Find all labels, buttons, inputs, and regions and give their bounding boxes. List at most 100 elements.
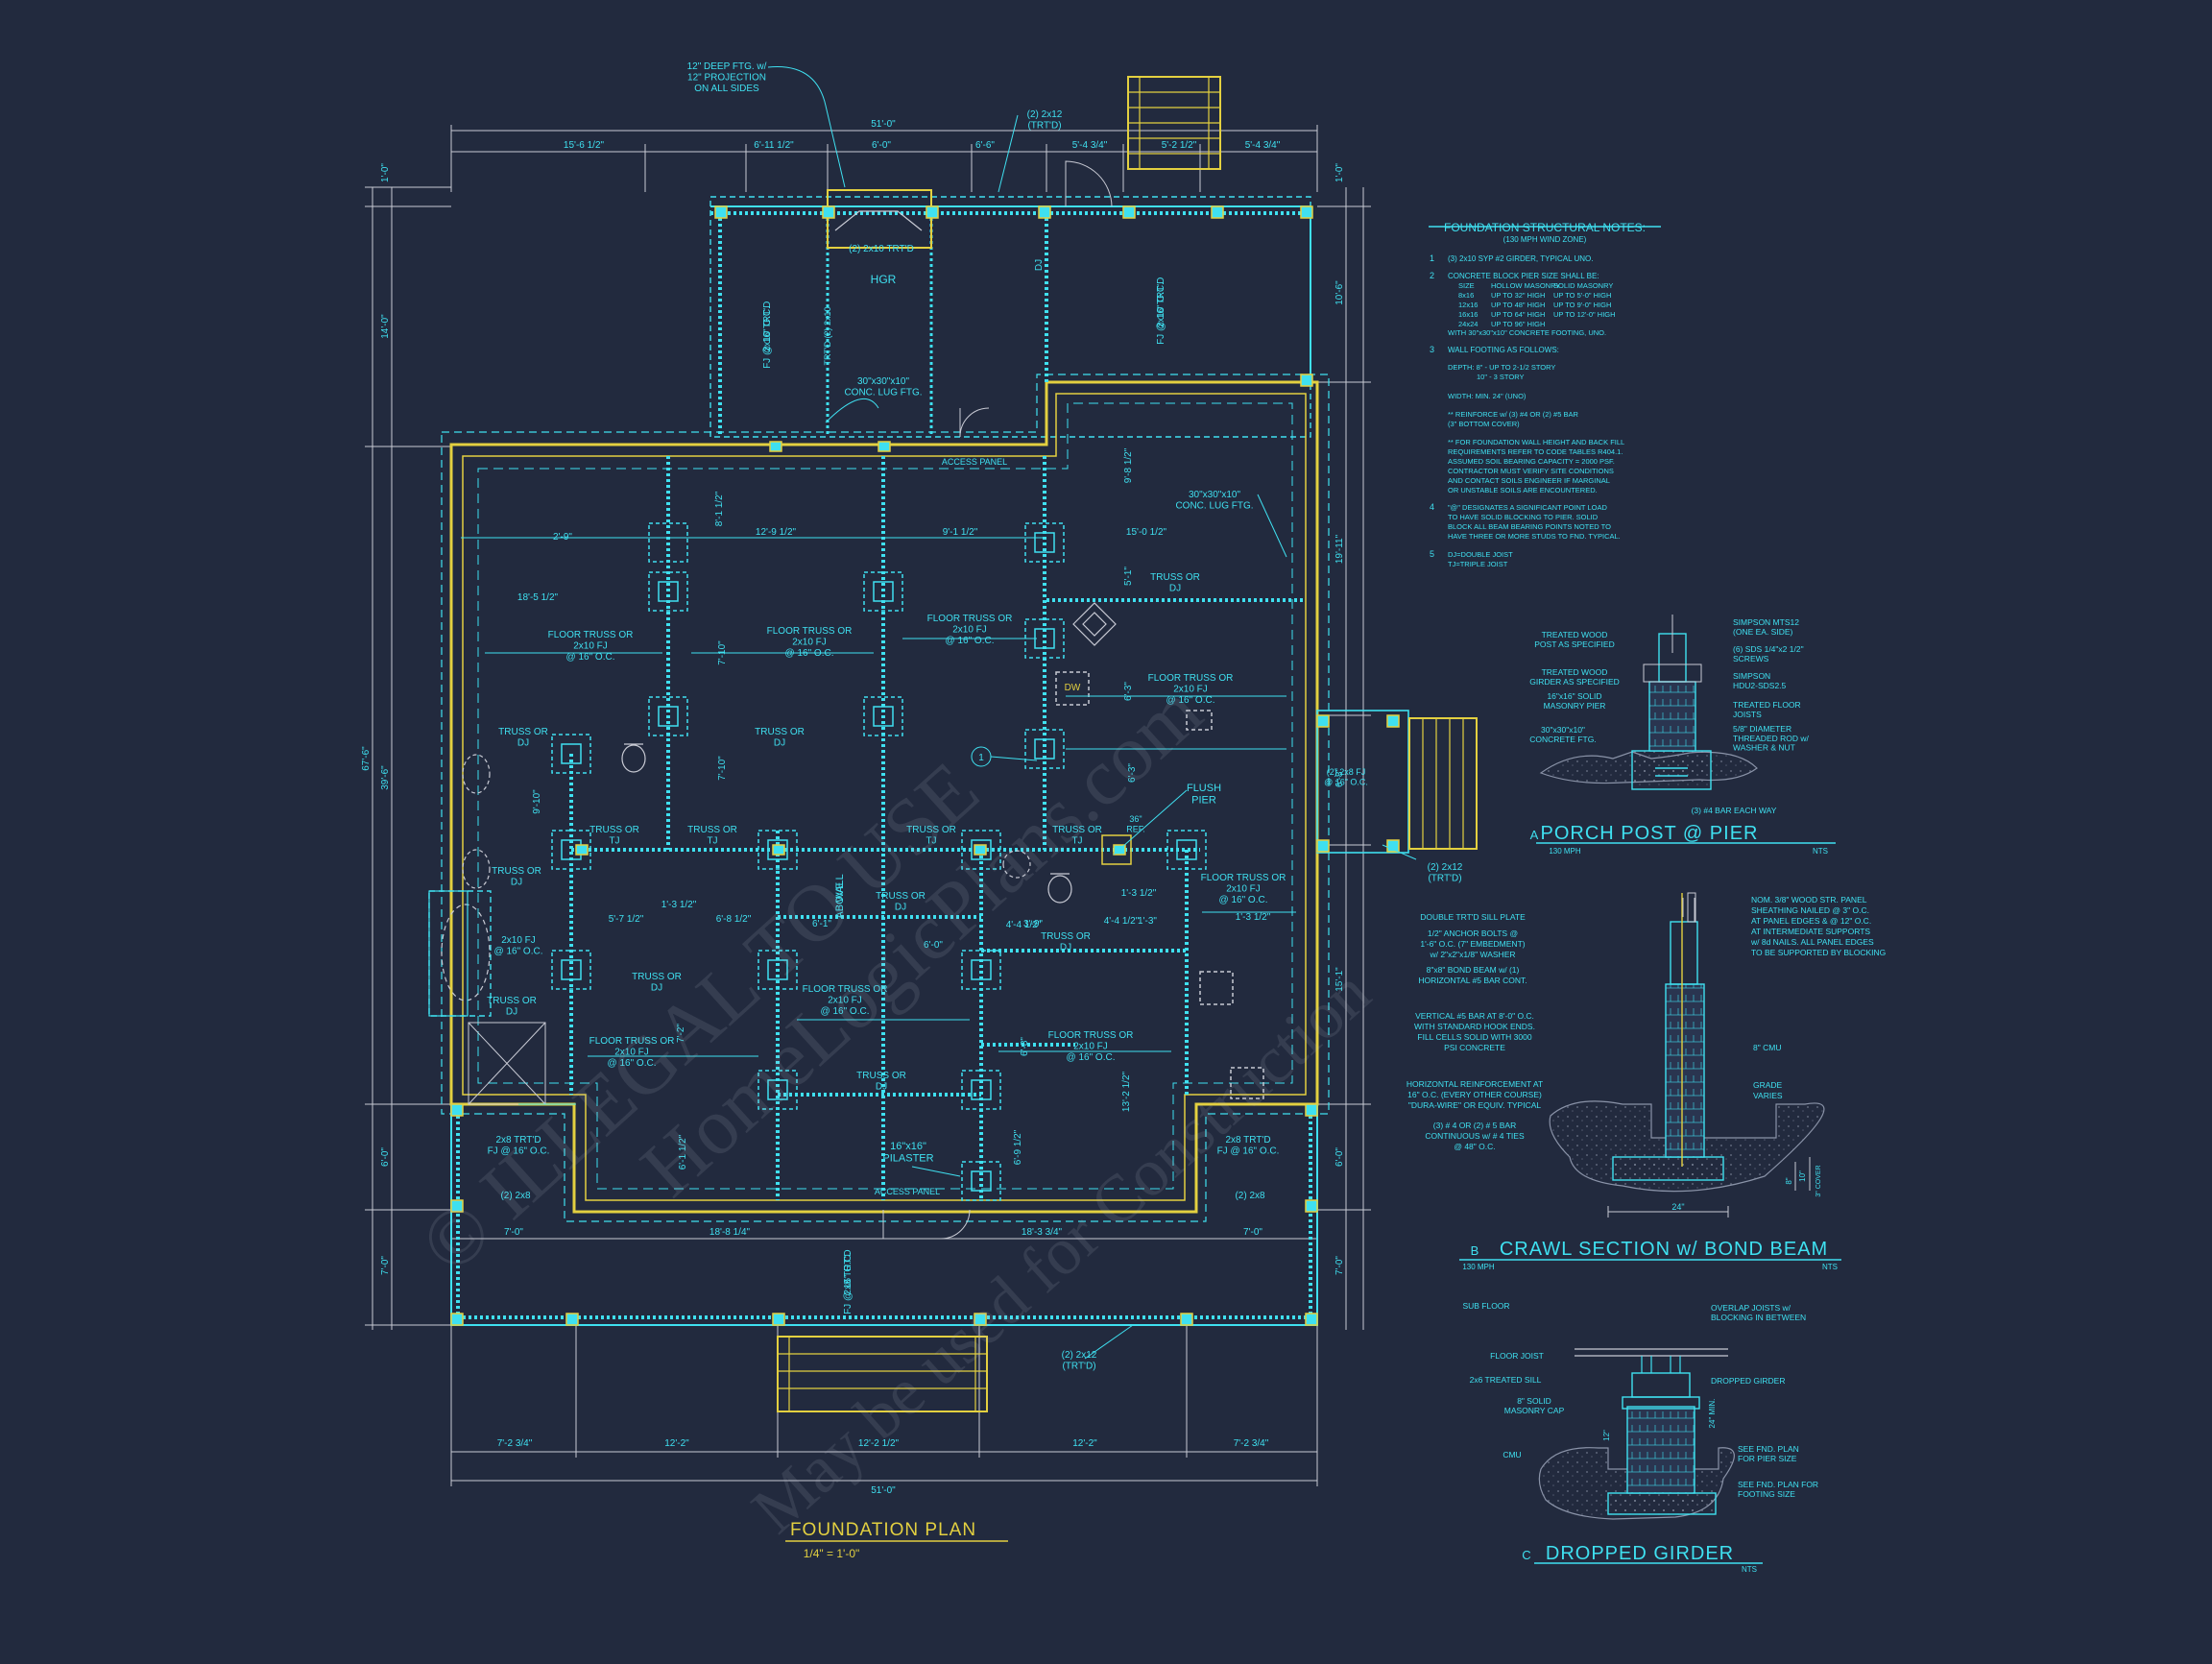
porch-joist-label: @ 16" O.C. xyxy=(1324,777,1368,786)
top-dim: 5'-2 1/2" xyxy=(1162,140,1197,151)
right-dim: 19'-11" xyxy=(1334,534,1345,564)
interior-dim: 12'-9 1/2" xyxy=(756,527,797,538)
note-number: 3 xyxy=(1430,345,1434,354)
truss-tj-label: TRUSS OR xyxy=(687,825,737,835)
floor-truss-label: @ 16" O.C. xyxy=(566,652,615,663)
note-number: 2 xyxy=(1430,271,1434,280)
detail-label: THREADED ROD w/ xyxy=(1733,734,1810,743)
hgr-label: HGR xyxy=(871,273,897,286)
interior-dim: 13'-2 1/2" xyxy=(1121,1071,1132,1112)
table-cell: 8x16 xyxy=(1458,291,1474,300)
detail-b-drawing xyxy=(1549,892,1825,1218)
top-dim: 5'-4 3/4" xyxy=(1072,140,1108,151)
girder-callout-bottom: (TRT'D) xyxy=(1062,1362,1095,1372)
detail-label: SCREWS xyxy=(1733,654,1769,663)
flush-pier-label: FLUSH xyxy=(1187,783,1221,794)
ref-label: 36" xyxy=(1129,814,1142,824)
floor-truss-label: 2x10 FJ xyxy=(828,996,862,1006)
interior-dim: 18'-5 1/2" xyxy=(517,592,559,603)
note-text: TO HAVE SOLID BLOCKING TO PIER. SOLID xyxy=(1448,513,1599,521)
interior-dim: 6'-1" xyxy=(812,919,831,929)
porch-joist-label: FJ @ 16" O.C. xyxy=(1217,1146,1280,1157)
truss-dj-label: DJ xyxy=(651,983,662,994)
truss-tj-label: TRUSS OR xyxy=(589,825,639,835)
table-cell: 12x16 xyxy=(1458,301,1478,309)
interior-dim: 7'-2" xyxy=(676,1024,686,1043)
pilaster-label: 16"x16" xyxy=(890,1141,926,1152)
floor-truss-label: FLOOR TRUSS OR xyxy=(803,984,888,995)
truss-tj-label: TRUSS OR xyxy=(1052,825,1102,835)
interior-dim: 6'-9 1/2" xyxy=(1013,1129,1023,1165)
bottom-dim: 7'-2 3/4" xyxy=(1234,1438,1269,1449)
footing-callout: ON ALL SIDES xyxy=(694,84,759,94)
detail-c-drawing xyxy=(1538,1348,1735,1520)
porch-girder-label: (2) 2x8 xyxy=(500,1191,531,1201)
detail-label: JOISTS xyxy=(1733,710,1762,719)
interior-dim: 7'-0" xyxy=(1243,1227,1262,1238)
detail-sub: 130 MPH xyxy=(1549,847,1581,856)
detail-nts: NTS xyxy=(1742,1565,1757,1574)
detail-label: POST AS SPECIFIED xyxy=(1534,639,1614,649)
joist-label: 2x10 TRT'D xyxy=(1156,277,1166,328)
floor-truss-label: FLOOR TRUSS OR xyxy=(1201,873,1286,883)
detail-label: SEE FND. PLAN xyxy=(1738,1444,1799,1454)
porch-girder-label: (2) 2x8 xyxy=(1235,1191,1265,1201)
detail-label: GIRDER AS SPECIFIED xyxy=(1529,677,1620,687)
truss-dj-label: DJ xyxy=(895,903,906,913)
detail-label: AT PANEL EDGES & @ 12" O.C. xyxy=(1751,916,1871,926)
truss-dj-label: TRUSS OR xyxy=(755,727,805,737)
truss-dj-label: TRUSS OR xyxy=(487,996,537,1006)
porch-joist-label: (2) 2x8 FJ xyxy=(1327,767,1366,777)
detail-dim: 24" xyxy=(1671,1202,1684,1212)
watermark-text: HomeLogicPlans.com xyxy=(624,666,1218,1214)
interior-dim: 1'-3" xyxy=(1138,916,1157,927)
note-number: 4 xyxy=(1430,502,1434,512)
detail-dim: 3" COVER xyxy=(1815,1165,1822,1196)
detail-label: TREATED WOOD xyxy=(1542,630,1608,639)
detail-label: VARIES xyxy=(1753,1091,1783,1100)
girder-callout-top: (2) 2x12 xyxy=(1027,109,1063,120)
detail-label: MASONRY CAP xyxy=(1504,1406,1565,1415)
interior-dim: 6'-3" xyxy=(1123,682,1134,701)
floor-truss-label: @ 16" O.C. xyxy=(1219,895,1268,905)
truss-dj-label: TRUSS OR xyxy=(856,1071,906,1081)
left-dim: 67'-6" xyxy=(361,746,372,771)
truss-tj-label: TRUSS OR xyxy=(906,825,956,835)
top-dim: 6'-11 1/2" xyxy=(754,140,794,151)
girder-callout-top: (TRT'D) xyxy=(1027,121,1061,132)
note-text: CONTRACTOR MUST VERIFY SITE CONDITIONS xyxy=(1448,467,1614,475)
detail-label: SEE FND. PLAN FOR xyxy=(1738,1480,1818,1489)
right-dim: 6'-8" xyxy=(1334,768,1345,787)
table-cell: UP TO 48" HIGH xyxy=(1491,301,1545,309)
flush-pier-label: PIER xyxy=(1191,795,1216,807)
interior-dim: 6'-3" xyxy=(1127,763,1138,783)
interior-dim: 6'-8 1/2" xyxy=(716,914,752,925)
interior-dim: 6'-8" xyxy=(1020,1037,1030,1056)
note-text: 10" - 3 STORY xyxy=(1477,373,1525,381)
detail-dim: 24" MIN. xyxy=(1708,1399,1717,1429)
detail-nts: NTS xyxy=(1822,1263,1838,1271)
note-text: ASSUMED SOIL BEARING CAPACITY = 2000 PSF… xyxy=(1448,457,1615,466)
detail-label: HDU2-SDS2.5 xyxy=(1733,681,1787,690)
detail-title: CRAWL SECTION w/ BOND BEAM xyxy=(1500,1239,1828,1260)
bottom-dim: 12'-2 1/2" xyxy=(858,1438,900,1449)
detail-label: FOR PIER SIZE xyxy=(1738,1454,1797,1463)
interior-dim: 15'-0 1/2" xyxy=(1126,527,1167,538)
detail-label: HORIZONTAL REINFORCEMENT AT xyxy=(1407,1079,1543,1089)
detail-label: 8"x8" BOND BEAM w/ (1) xyxy=(1427,965,1520,975)
detail-label: (ONE EA. SIDE) xyxy=(1733,627,1793,637)
floor-truss-label: 2x10 FJ xyxy=(792,638,827,648)
dw-label: DW xyxy=(1065,683,1081,693)
note-text: AND CONTACT SOILS ENGINEER IF MARGINAL xyxy=(1448,476,1610,485)
interior-dim: 1'-3 1/2" xyxy=(661,900,697,910)
detail-label: PSI CONCRETE xyxy=(1444,1043,1505,1052)
detail-dim: 10" xyxy=(1798,1170,1807,1182)
interior-dim: 8'-1 1/2" xyxy=(714,491,725,526)
detail-label: 8" CMU xyxy=(1753,1043,1781,1052)
top-dim: 6'-0" xyxy=(872,140,891,151)
table-cell: UP TO 12'-0" HIGH xyxy=(1553,310,1616,319)
girder-callout-right: (TRT'D) xyxy=(1428,874,1461,884)
